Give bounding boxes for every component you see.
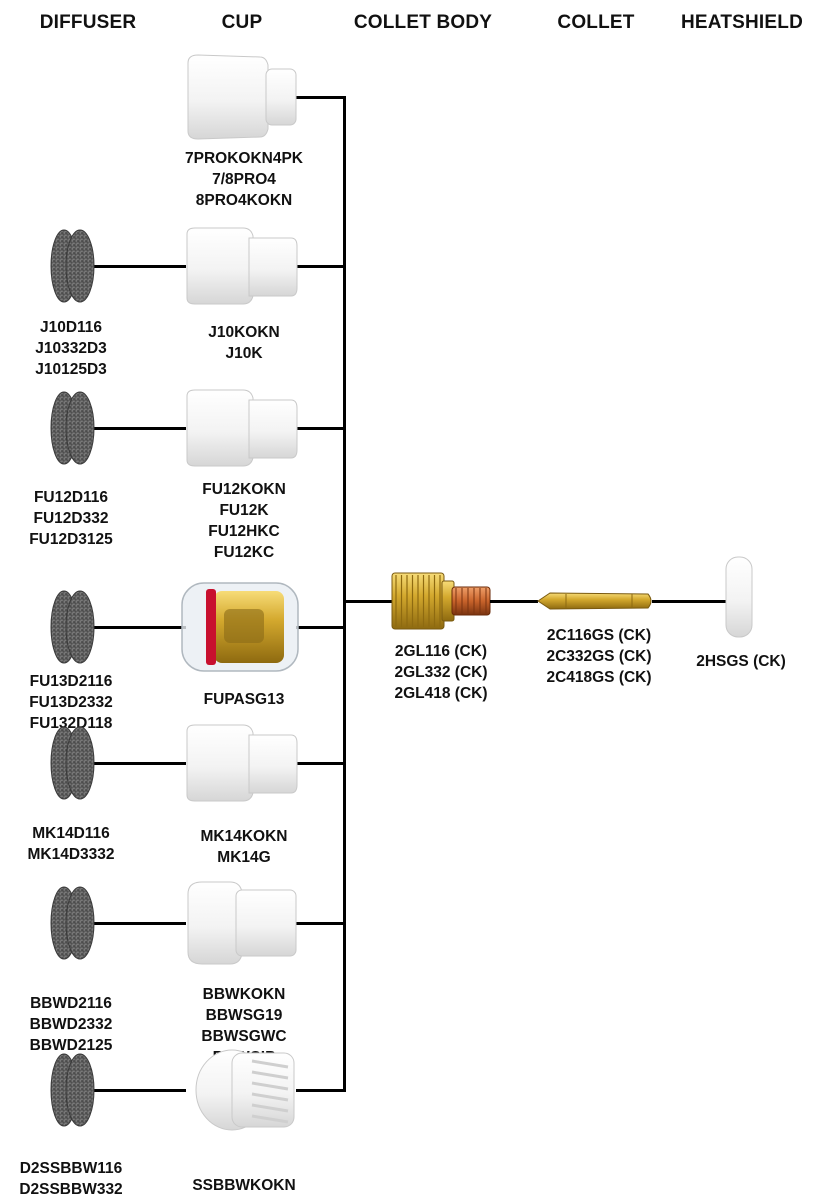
part-number: 2HSGS (CK) bbox=[696, 653, 786, 670]
connector-diffuser-cup bbox=[92, 922, 186, 925]
part-number: BBWKOKN bbox=[202, 986, 286, 1003]
connector-diffuser-cup bbox=[92, 265, 186, 268]
trunk-line bbox=[343, 96, 346, 1092]
part-number: 2C116GS (CK) bbox=[546, 627, 652, 644]
connector-diffuser-cup bbox=[92, 1089, 186, 1092]
part-number: 7PROKOKN4PK bbox=[185, 150, 303, 167]
cup-round-ceramic bbox=[187, 881, 297, 965]
cup-part-numbers: SSBBWKOKN bbox=[192, 1175, 295, 1196]
part-number: MK14D3332 bbox=[27, 846, 115, 863]
cup-tall-ceramic bbox=[187, 54, 297, 140]
part-number: FU12D3125 bbox=[29, 531, 113, 548]
cup-part-numbers: 7PROKOKN4PK 7/8PRO4 8PRO4KOKN bbox=[185, 148, 303, 211]
cup-stepped-ceramic-2 bbox=[186, 389, 298, 467]
connector-cup-trunk bbox=[296, 922, 345, 925]
diffuser-screen-5 bbox=[50, 886, 95, 960]
cup-part-numbers: MK14KOKN MK14G bbox=[201, 826, 288, 868]
part-number: FU12K bbox=[219, 502, 269, 519]
part-number: FU132D118 bbox=[29, 715, 113, 732]
part-number: FU12D332 bbox=[33, 510, 109, 527]
header-heatshield: HEATSHIELD bbox=[681, 12, 803, 33]
part-number: J10125D3 bbox=[35, 361, 107, 378]
part-number: FU13D2116 bbox=[29, 673, 113, 690]
header-collet-body: COLLET BODY bbox=[353, 12, 493, 33]
part-number: 2GL332 (CK) bbox=[394, 664, 488, 681]
part-number: 2C418GS (CK) bbox=[546, 669, 652, 686]
connector-cup-trunk bbox=[296, 427, 345, 430]
part-number: 8PRO4KOKN bbox=[195, 192, 293, 209]
part-number: FU13D2332 bbox=[29, 694, 113, 711]
part-number: BBWD2116 bbox=[30, 995, 112, 1012]
connector-cup-trunk bbox=[296, 1089, 345, 1092]
cup-stepped-ceramic-1 bbox=[186, 227, 298, 305]
diffuser-screen-6 bbox=[50, 1053, 95, 1127]
collet bbox=[537, 592, 652, 610]
diffuser-screen-4 bbox=[50, 726, 95, 800]
part-number: FU12HKC bbox=[208, 523, 280, 540]
part-number: 7/8PRO4 bbox=[212, 171, 276, 188]
part-number: 2GL116 (CK) bbox=[394, 643, 488, 660]
part-number: BBWD2332 bbox=[29, 1016, 113, 1033]
diffuser-screen-1 bbox=[50, 229, 95, 303]
cup-part-numbers: FUPASG13 bbox=[204, 689, 285, 710]
header-diffuser: DIFFUSER bbox=[39, 12, 137, 33]
part-number: J10K bbox=[225, 345, 263, 362]
collet-body-part-numbers: 2GL116 (CK) 2GL332 (CK) 2GL418 (CK) bbox=[394, 641, 487, 704]
part-number: BBWSG19 bbox=[205, 1007, 283, 1024]
part-number: MK14KOKN bbox=[200, 828, 288, 845]
cup-glass-fupa bbox=[181, 582, 299, 672]
diffuser-screen-3 bbox=[50, 590, 95, 664]
part-number: FUPASG13 bbox=[203, 691, 285, 708]
connector-cup-trunk bbox=[296, 762, 345, 765]
connector-cup-trunk bbox=[296, 96, 345, 99]
part-number: J10332D3 bbox=[35, 340, 107, 357]
connector-collet-heatshield bbox=[652, 600, 728, 603]
heatshield-part-numbers: 2HSGS (CK) bbox=[696, 651, 786, 672]
collet-body bbox=[391, 572, 491, 630]
cup-part-numbers: J10KOKN J10K bbox=[208, 322, 280, 364]
part-number: BBWD2125 bbox=[29, 1037, 113, 1054]
heatshield bbox=[725, 556, 753, 638]
connector-cup-trunk bbox=[296, 626, 345, 629]
part-number: J10KOKN bbox=[208, 324, 280, 341]
part-number: 2GL418 (CK) bbox=[394, 685, 488, 702]
connector-diffuser-cup bbox=[92, 762, 186, 765]
collet-part-numbers: 2C116GS (CK) 2C332GS (CK) 2C418GS (CK) bbox=[546, 625, 651, 688]
cup-threaded-ceramic bbox=[195, 1049, 295, 1131]
connector-diffuser-cup bbox=[92, 427, 186, 430]
header-cup: CUP bbox=[221, 12, 263, 33]
part-number: BBWSGWC bbox=[201, 1028, 287, 1045]
part-number: MK14D116 bbox=[32, 825, 110, 842]
diffuser-screen-2 bbox=[50, 391, 95, 465]
part-number: MK14G bbox=[217, 849, 271, 866]
cup-stepped-ceramic-4 bbox=[186, 724, 298, 802]
part-number: 2C332GS (CK) bbox=[546, 648, 652, 665]
connector-diffuser-cup bbox=[92, 626, 186, 629]
header-collet: COLLET bbox=[557, 12, 635, 33]
part-number: D2SSBBW332 bbox=[19, 1181, 123, 1198]
part-number: J10D116 bbox=[39, 319, 103, 336]
connector-cup-trunk bbox=[296, 265, 345, 268]
part-number: FU12KC bbox=[213, 544, 275, 561]
cup-part-numbers: FU12KOKN FU12K FU12HKC FU12KC bbox=[202, 479, 286, 563]
connector-trunk-collet-body bbox=[343, 600, 393, 603]
part-number: FU12KOKN bbox=[202, 481, 286, 498]
part-number: D2SSBBW116 bbox=[19, 1160, 123, 1177]
part-number: FU12D116 bbox=[33, 489, 109, 506]
part-number: SSBBWKOKN bbox=[192, 1177, 296, 1194]
connector-collet-body-collet bbox=[490, 600, 538, 603]
